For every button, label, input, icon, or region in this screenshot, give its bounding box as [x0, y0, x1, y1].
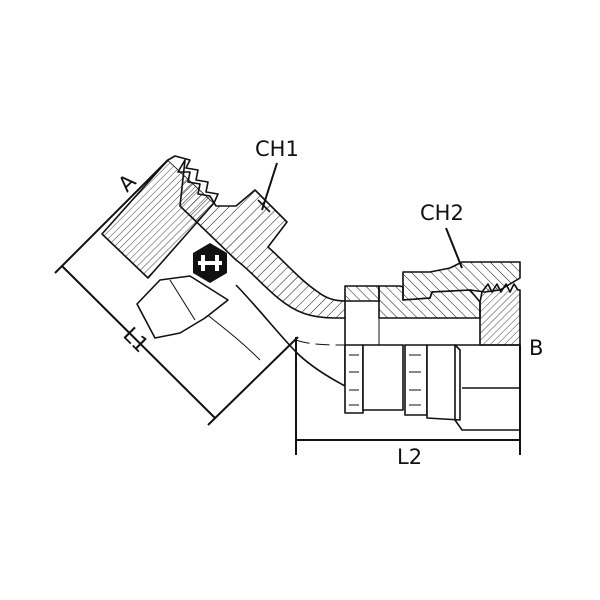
hex-ch1	[136, 275, 229, 339]
label-ch2: CH2	[420, 201, 464, 225]
swivel-ring-1	[344, 344, 404, 414]
logo-hex	[193, 243, 227, 283]
label-l2: L2	[397, 445, 422, 469]
l1-dimension-line	[61, 265, 216, 419]
label-b: B	[529, 336, 543, 360]
ch2-leader	[445, 227, 463, 269]
label-ch1: CH1	[255, 137, 299, 161]
swivel-section	[344, 285, 380, 302]
nut-body	[454, 344, 521, 431]
swivel-ring-2	[404, 344, 461, 421]
l1-extension-bottom	[207, 336, 299, 426]
ch1-leader	[261, 162, 278, 211]
l1-extension-top	[54, 159, 169, 274]
female-thread	[479, 283, 521, 346]
